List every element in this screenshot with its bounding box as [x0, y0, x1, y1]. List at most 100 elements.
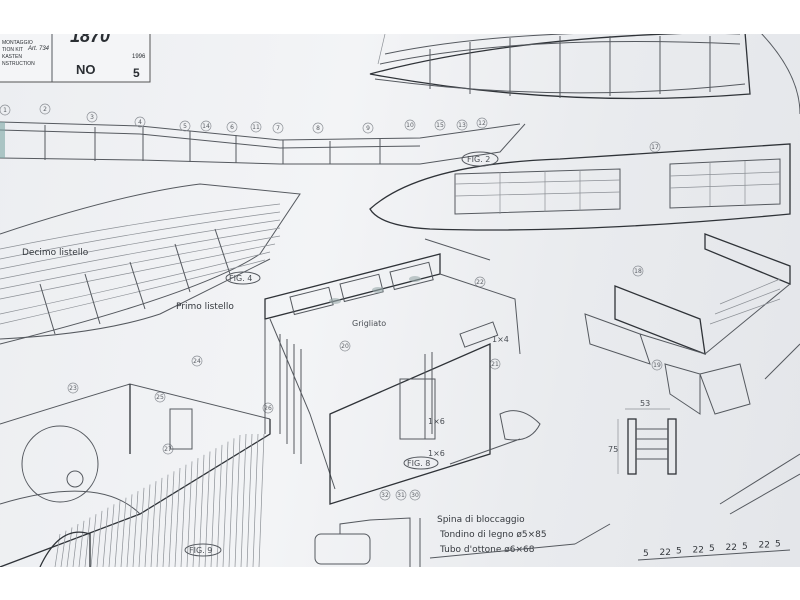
part-number: 14 [202, 123, 210, 130]
decimo-listello-label: Decimo listello [22, 248, 89, 258]
planking-line [78, 520, 85, 567]
planking-line [72, 524, 79, 567]
planking-line [222, 441, 229, 567]
article-number: Art. 734 [27, 46, 50, 52]
planking-line [258, 433, 265, 567]
part-callout-circle [262, 402, 274, 414]
spacing-dimension: 5 [676, 547, 682, 557]
planking-line [180, 464, 187, 567]
hull-fig2-drawing: FIG. 2 [369, 143, 791, 231]
part-callout-circle [272, 122, 284, 134]
planking-line [84, 517, 91, 567]
part-callout-circle [362, 122, 374, 134]
fig2-label: FIG. 2 [467, 155, 490, 164]
part-callout-circle [86, 111, 98, 123]
part-number: 32 [381, 492, 389, 499]
spacing-dimension: 5 [709, 544, 715, 554]
fig8-label: FIG. 8 [407, 459, 430, 468]
planking-line [60, 530, 67, 567]
planking-line [90, 514, 97, 567]
planking-line [228, 438, 235, 567]
fig9-label: FIG. 9 [189, 546, 212, 555]
scale-value: NO [76, 62, 96, 77]
tubo-note: Tubo d'ottone ø6×68 [439, 545, 535, 555]
part-callout-circle [404, 119, 416, 131]
part-number: 15 [436, 122, 444, 129]
spacing-dimension: 5 [775, 539, 781, 549]
spacing-dimension: 5 [643, 549, 649, 559]
part-number: 20 [341, 343, 349, 350]
title-line: KASTEN [2, 54, 22, 60]
planking-line [144, 484, 151, 567]
tondino-note: Tondino di legno ø5×85 [439, 530, 547, 540]
planking-line [174, 467, 181, 567]
part-callout-circle [649, 141, 661, 153]
planking-line [114, 500, 121, 567]
model-number: 1870 [70, 34, 110, 46]
planking-line [246, 433, 253, 567]
dim-75: 75 [608, 445, 618, 454]
part-number: 10 [406, 122, 414, 129]
part-callout-circle [632, 265, 644, 277]
planking-line [126, 494, 133, 567]
part-callout-circle [67, 382, 79, 394]
dim-1x6: 1×6 [428, 449, 445, 458]
planking-line [150, 481, 157, 567]
planking-line [192, 458, 199, 567]
part-number: 18 [634, 268, 642, 275]
spacing-dimension: 22 [660, 548, 671, 558]
part-callout-circle [434, 119, 446, 131]
pump-detail-drawing: Spina di bloccaggio Tondino di legno ø5×… [314, 515, 611, 567]
planking-line [204, 451, 211, 567]
part-number: 30 [411, 492, 419, 499]
part-number: 2 [43, 106, 47, 113]
part-number: 26 [264, 405, 272, 412]
part-callout-circle [339, 340, 351, 352]
part-callout-circle [409, 489, 421, 501]
deck-detail-drawing: 53 75 [584, 233, 800, 515]
planking-line [108, 504, 115, 567]
planking-line [102, 507, 109, 567]
part-number: 24 [193, 358, 201, 365]
part-callout-circle [379, 489, 391, 501]
part-number: 9 [366, 125, 370, 132]
hull-fig4-drawing: Decimo listello Primo listello FIG. 4 [0, 183, 301, 345]
dim-53: 53 [640, 399, 650, 408]
part-callout-circle [226, 121, 238, 133]
part-number: 23 [69, 385, 77, 392]
dim-1x4: 1×4 [492, 335, 509, 344]
title-line: TION KIT [2, 47, 23, 53]
part-number: 13 [458, 122, 466, 129]
planking-line [162, 474, 169, 567]
part-callout-circle [179, 120, 191, 132]
planking-line [216, 444, 223, 567]
part-number: 4 [138, 119, 142, 126]
part-number: 25 [156, 394, 164, 401]
year: 1996 [132, 54, 146, 60]
dim-1x6: 1×6 [428, 417, 445, 426]
part-callout-circle [250, 121, 262, 133]
planking-line [210, 448, 217, 567]
keel-strip-drawing [0, 121, 526, 165]
part-number: 3 [90, 114, 94, 121]
planking-line [138, 487, 145, 567]
planking-line [168, 471, 175, 567]
hull-top-drawing [369, 34, 800, 115]
part-callout-circle [134, 116, 146, 128]
planking-line [186, 461, 193, 567]
sheet-number: 5 [133, 66, 140, 80]
part-callout-circle [0, 104, 11, 116]
part-callout-circle [200, 120, 212, 132]
spacing-dimension: 5 [742, 542, 748, 552]
part-number: 12 [478, 120, 486, 127]
ship-plan-drawing: MONTAGGIO TION KIT KASTEN NSTRUCTION Art… [0, 34, 800, 567]
spina-note: Spina di bloccaggio [437, 515, 525, 525]
planking-line [240, 433, 247, 567]
deckhouse-fig8-drawing: Grigliato 1×4 1×6 1×6 FIG. 8 [264, 238, 541, 505]
part-number: 17 [651, 144, 659, 151]
part-callout-circle [476, 117, 488, 129]
part-number: 1 [3, 107, 7, 114]
part-callout-circle [456, 119, 468, 131]
cabin-fig9-drawing: FIG. 9 [0, 383, 271, 567]
